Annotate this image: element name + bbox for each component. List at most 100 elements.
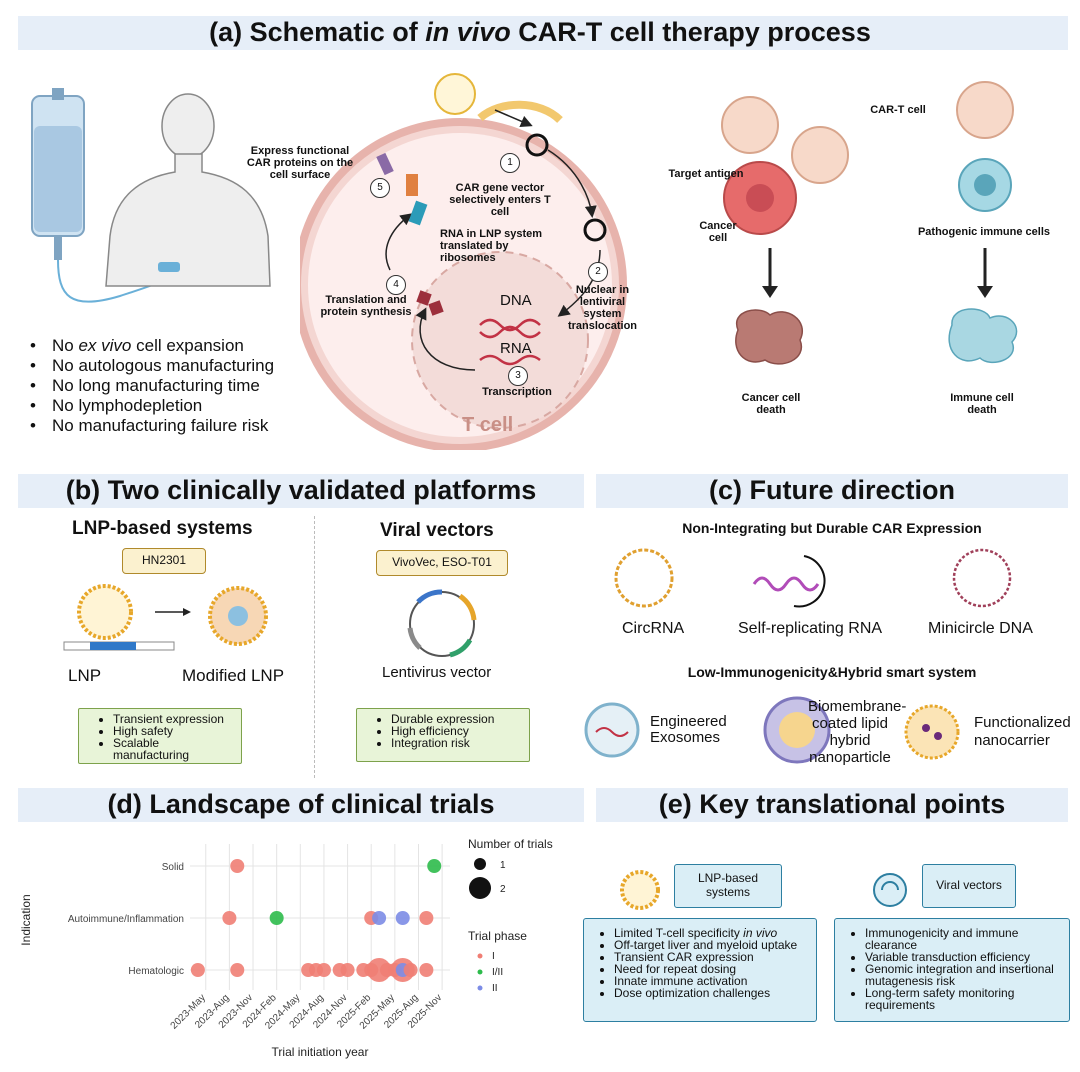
circrna-label: CircRNA bbox=[622, 620, 685, 637]
x-axis-label: Trial initiation year bbox=[272, 1045, 369, 1059]
nanocarrier-label: Functionalized nanocarrier bbox=[974, 714, 1071, 749]
lnp-challenges-box: Limited T-cell specificity in vivo Off-t… bbox=[583, 918, 817, 1022]
panel-a-title-post: CAR-T cell therapy process bbox=[510, 17, 871, 47]
plasmid-icon bbox=[525, 133, 549, 157]
viral-challenge: Genomic integration and insertional muta… bbox=[865, 963, 1069, 987]
y-axis-label: Indication bbox=[19, 894, 33, 945]
phase-legend-title: Trial phase bbox=[468, 929, 527, 943]
lnp-challenge: Dose optimization challenges bbox=[614, 987, 816, 999]
lnp-features-box: Transient expression High safety Scalabl… bbox=[78, 708, 242, 764]
t-cell-diagram bbox=[300, 73, 627, 450]
viral-challenges-box: Immunogenicity and immune clearance Vari… bbox=[834, 918, 1070, 1022]
panel-a-title-band bbox=[18, 16, 1068, 50]
viral-vector-icon bbox=[873, 873, 907, 907]
viral-challenge: Immunogenicity and immune clearance bbox=[865, 927, 1069, 951]
trial-point bbox=[403, 963, 418, 977]
lnp-system-icon bbox=[620, 870, 660, 910]
exosome-icon bbox=[584, 702, 640, 758]
label-cancer-death: Cancer cell death bbox=[741, 392, 801, 416]
phase-legend-marker bbox=[477, 969, 483, 975]
size-legend-marker bbox=[469, 877, 491, 899]
lnp-particle-icon bbox=[434, 73, 476, 115]
phase-legend-marker bbox=[477, 985, 483, 991]
panel-a-title-pre: (a) Schematic of bbox=[209, 17, 426, 47]
lnp-challenge: Innate immune activation bbox=[614, 975, 816, 987]
self-replicating-rna-icon bbox=[752, 576, 820, 592]
iv-patient-illustration bbox=[31, 88, 271, 303]
size-legend-label: 1 bbox=[500, 860, 506, 871]
iv-bag-icon bbox=[31, 88, 171, 303]
hybrid-nanoparticle-label: Biomembrane-coated lipid hybrid nanopart… bbox=[808, 698, 907, 766]
label-gene-vector: CAR gene vector selectively enters T cel… bbox=[449, 182, 551, 218]
viral-feature: Durable expression bbox=[391, 713, 523, 725]
trial-point bbox=[222, 911, 237, 925]
minicircle-dna-label: Minicircle DNA bbox=[928, 620, 1033, 637]
plasmid-icon bbox=[583, 218, 607, 242]
trial-point bbox=[419, 911, 434, 925]
label-pathogenic-immune: Pathogenic immune cells bbox=[917, 226, 1051, 238]
nucleus bbox=[411, 251, 589, 429]
step-1-marker: 1 bbox=[500, 153, 520, 173]
advantage-item: No manufacturing failure risk bbox=[30, 416, 274, 436]
viral-features-box: Durable expression High efficiency Integ… bbox=[356, 708, 530, 762]
panel-c-title: (c) Future direction bbox=[708, 475, 955, 505]
phase-legend-label: II bbox=[492, 983, 498, 994]
trial-point bbox=[190, 963, 205, 977]
trial-point bbox=[269, 911, 284, 925]
panel-a-title: (a) Schematic of in vivo CAR-T cell ther… bbox=[0, 17, 1080, 48]
car-t-cell-icon bbox=[791, 126, 849, 184]
panel-c-subtitle-1: Non-Integrating but Durable CAR Expressi… bbox=[682, 520, 982, 536]
exosomes-label: Engineered Exosomes bbox=[650, 713, 727, 746]
trial-point bbox=[427, 859, 442, 873]
label-translation: Translation and protein synthesis bbox=[320, 294, 412, 318]
lentivirus-vector-illustration bbox=[407, 589, 477, 658]
lentivirus-vector-label: Lentivirus vector bbox=[382, 664, 492, 681]
panel-c-subtitle-2: Low-Immunogenicity&Hybrid smart system bbox=[687, 664, 977, 680]
future-vectors-row-1 bbox=[614, 548, 1012, 608]
label-rna: RNA bbox=[500, 340, 532, 357]
panel-a-title-em: in vivo bbox=[425, 17, 511, 47]
panel-b-title: (b) Two clinically validated platforms bbox=[65, 475, 537, 505]
phase-legend-label: I bbox=[492, 951, 495, 962]
car-t-cell-icon bbox=[956, 81, 1014, 139]
trial-point bbox=[372, 911, 387, 925]
viral-tag: VivoVec, ESO-T01 bbox=[376, 550, 508, 576]
lnp-heading: LNP-based systems bbox=[72, 518, 253, 539]
lnp-challenge: Limited T-cell specificity in vivo bbox=[614, 927, 816, 939]
label-car-t-cell: CAR-T cell bbox=[870, 104, 926, 116]
lnp-icon bbox=[77, 584, 133, 640]
trial-point bbox=[340, 963, 355, 977]
step-4-marker: 4 bbox=[386, 275, 406, 295]
label-cancer-cell: Cancer cell bbox=[699, 220, 737, 244]
trial-point bbox=[395, 911, 410, 925]
y-tick-label: Hematologic bbox=[128, 966, 184, 977]
panel-b-title-band bbox=[18, 474, 584, 508]
dead-cancer-cell-icon bbox=[735, 309, 803, 365]
car-t-killing-illustration bbox=[721, 81, 1018, 365]
lnp-challenge: Transient CAR expression bbox=[614, 951, 816, 963]
modified-lnp-label: Modified LNP bbox=[182, 666, 285, 685]
viral-feature: Integration risk bbox=[391, 737, 523, 749]
panel-d-title: (d) Landscape of clinical trials bbox=[107, 789, 495, 819]
lnp-challenge: Off-target liver and myeloid uptake bbox=[614, 939, 816, 951]
trial-point bbox=[419, 963, 434, 977]
future-vectors-row-2 bbox=[584, 696, 960, 764]
step-5-marker: 5 bbox=[370, 178, 390, 198]
advantage-item: No ex vivo cell expansion bbox=[30, 336, 274, 356]
size-legend-label: 2 bbox=[500, 884, 506, 895]
lnp-feature: Transient expression bbox=[113, 713, 235, 725]
minicircle-dna-icon bbox=[952, 548, 1012, 608]
lnp-label: LNP bbox=[68, 666, 102, 685]
panel-c-title-band bbox=[596, 474, 1068, 508]
size-legend-marker bbox=[474, 858, 486, 870]
panel-b-divider bbox=[314, 516, 315, 778]
label-immune-death: Immune cell death bbox=[950, 392, 1014, 416]
step-3-marker: 3 bbox=[508, 366, 528, 386]
clinical-trials-chart: 2023-May2023-Aug2023-Nov2024-Feb2024-May… bbox=[19, 837, 553, 1059]
panel-e-title: (e) Key translational points bbox=[658, 789, 1006, 819]
circrna-icon bbox=[614, 548, 674, 608]
trial-point bbox=[316, 963, 331, 977]
viral-vectors-label-box: Viral vectors bbox=[922, 864, 1016, 908]
functionalized-nanocarrier-icon bbox=[904, 704, 960, 760]
lnp-illustration bbox=[63, 584, 268, 651]
